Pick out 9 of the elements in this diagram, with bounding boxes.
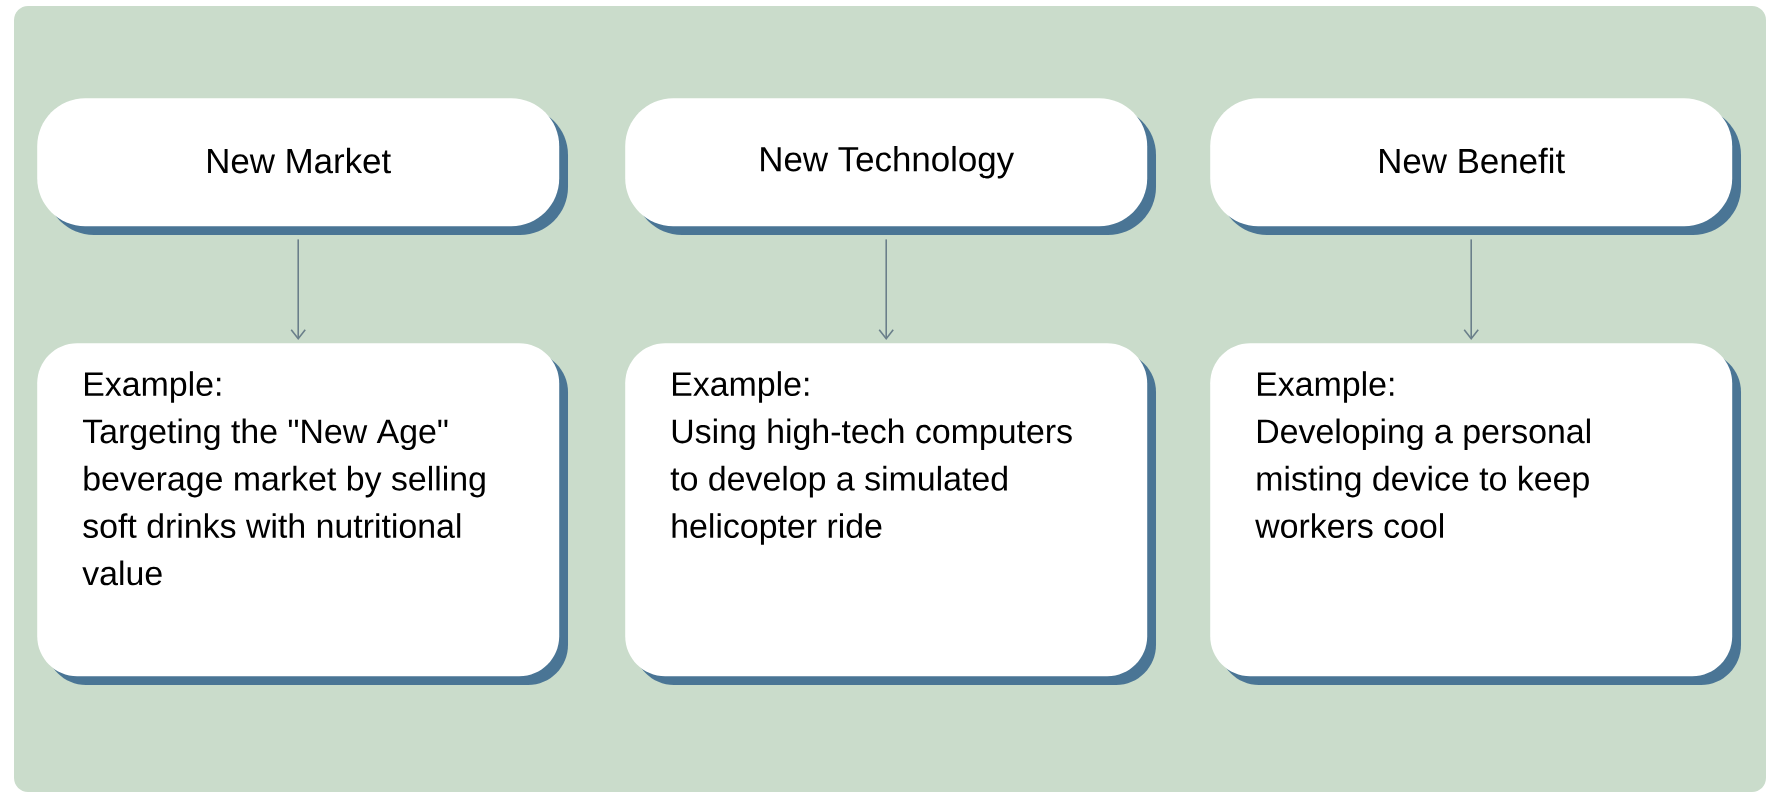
example-box: Example: Using high-tech computers to develop a simulated helicopter ride bbox=[625, 343, 1156, 685]
heading-box: New Benefit bbox=[1210, 98, 1741, 235]
arrow bbox=[878, 238, 894, 340]
heading-box: New Market bbox=[37, 98, 568, 235]
heading-box: New Technology bbox=[625, 98, 1156, 235]
arrow bbox=[290, 238, 307, 340]
arrow bbox=[1463, 238, 1479, 340]
example-box: Example: Targeting the "New Age" beverage market by selling soft drinks with nutritional value bbox=[37, 343, 568, 685]
example-box: Example: Developing a personal misting device to keep workers cool bbox=[1210, 343, 1741, 685]
